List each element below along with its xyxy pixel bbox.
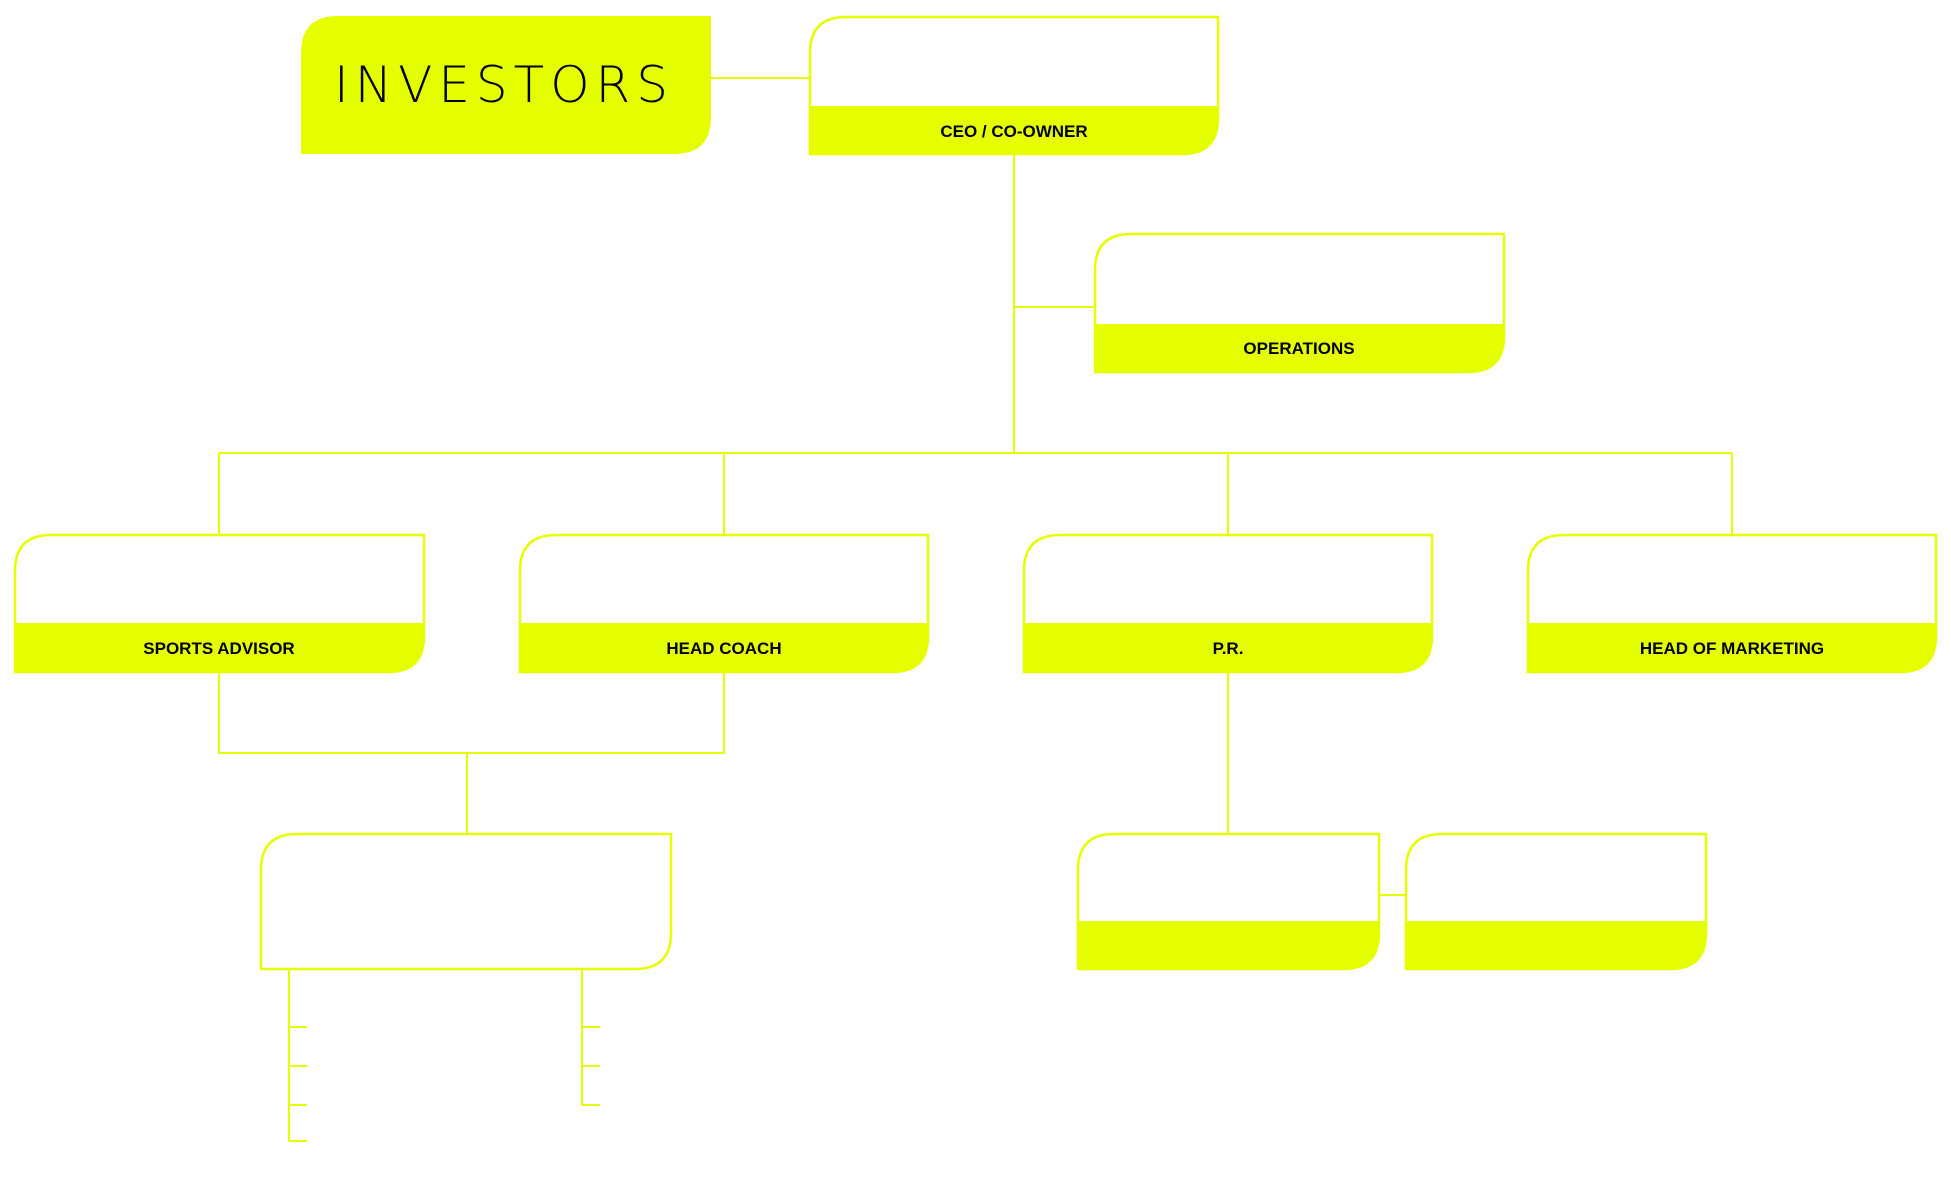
node-label-band [1023, 623, 1433, 673]
node-label-band [1094, 324, 1505, 373]
head-of-marketing-node[interactable]: HEAD OF MARKETING [1526, 533, 1938, 674]
node-label-band [1077, 921, 1380, 970]
node-label-band [809, 106, 1219, 155]
pr-subnode-1[interactable] [1076, 832, 1381, 971]
head-of-marketing-label: HEAD OF MARKETING [1640, 639, 1824, 658]
pr-subnode-2[interactable] [1404, 832, 1708, 971]
ceo-label: CEO / CO-OWNER [940, 122, 1087, 141]
node-box [259, 832, 673, 971]
sports-advisor-node[interactable]: SPORTS ADVISOR [13, 533, 426, 674]
node-label-band [14, 623, 425, 673]
node-label-band [519, 623, 929, 673]
investors-node[interactable]: INVESTORS [301, 16, 711, 154]
head-coach-label: HEAD COACH [666, 639, 781, 658]
ceo-node[interactable]: CEO / CO-OWNER [808, 15, 1220, 156]
pr-label: P.R. [1213, 639, 1244, 658]
pr-node[interactable]: P.R. [1022, 533, 1434, 674]
investors-label: INVESTORS [334, 56, 674, 114]
staff-node-empty[interactable] [259, 832, 673, 971]
sports-advisor-label: SPORTS ADVISOR [143, 639, 294, 658]
operations-node[interactable]: OPERATIONS [1093, 232, 1506, 374]
connector-lines [218, 77, 1733, 1142]
head-coach-node[interactable]: HEAD COACH [518, 533, 930, 674]
node-label-band [1527, 623, 1937, 673]
node-label-band [1405, 921, 1707, 970]
operations-label: OPERATIONS [1243, 339, 1354, 358]
